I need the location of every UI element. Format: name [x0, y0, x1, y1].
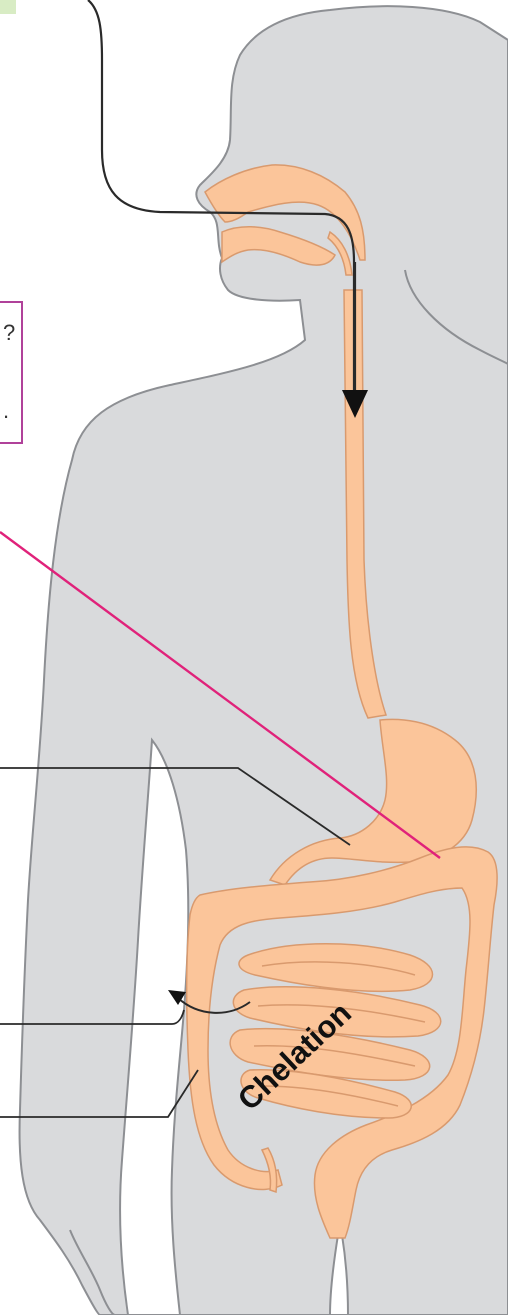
- callout-box-text-fragment: ?: [3, 320, 15, 345]
- callout-box-text-fragment-2: .: [3, 398, 9, 423]
- corner-tab: [0, 0, 16, 14]
